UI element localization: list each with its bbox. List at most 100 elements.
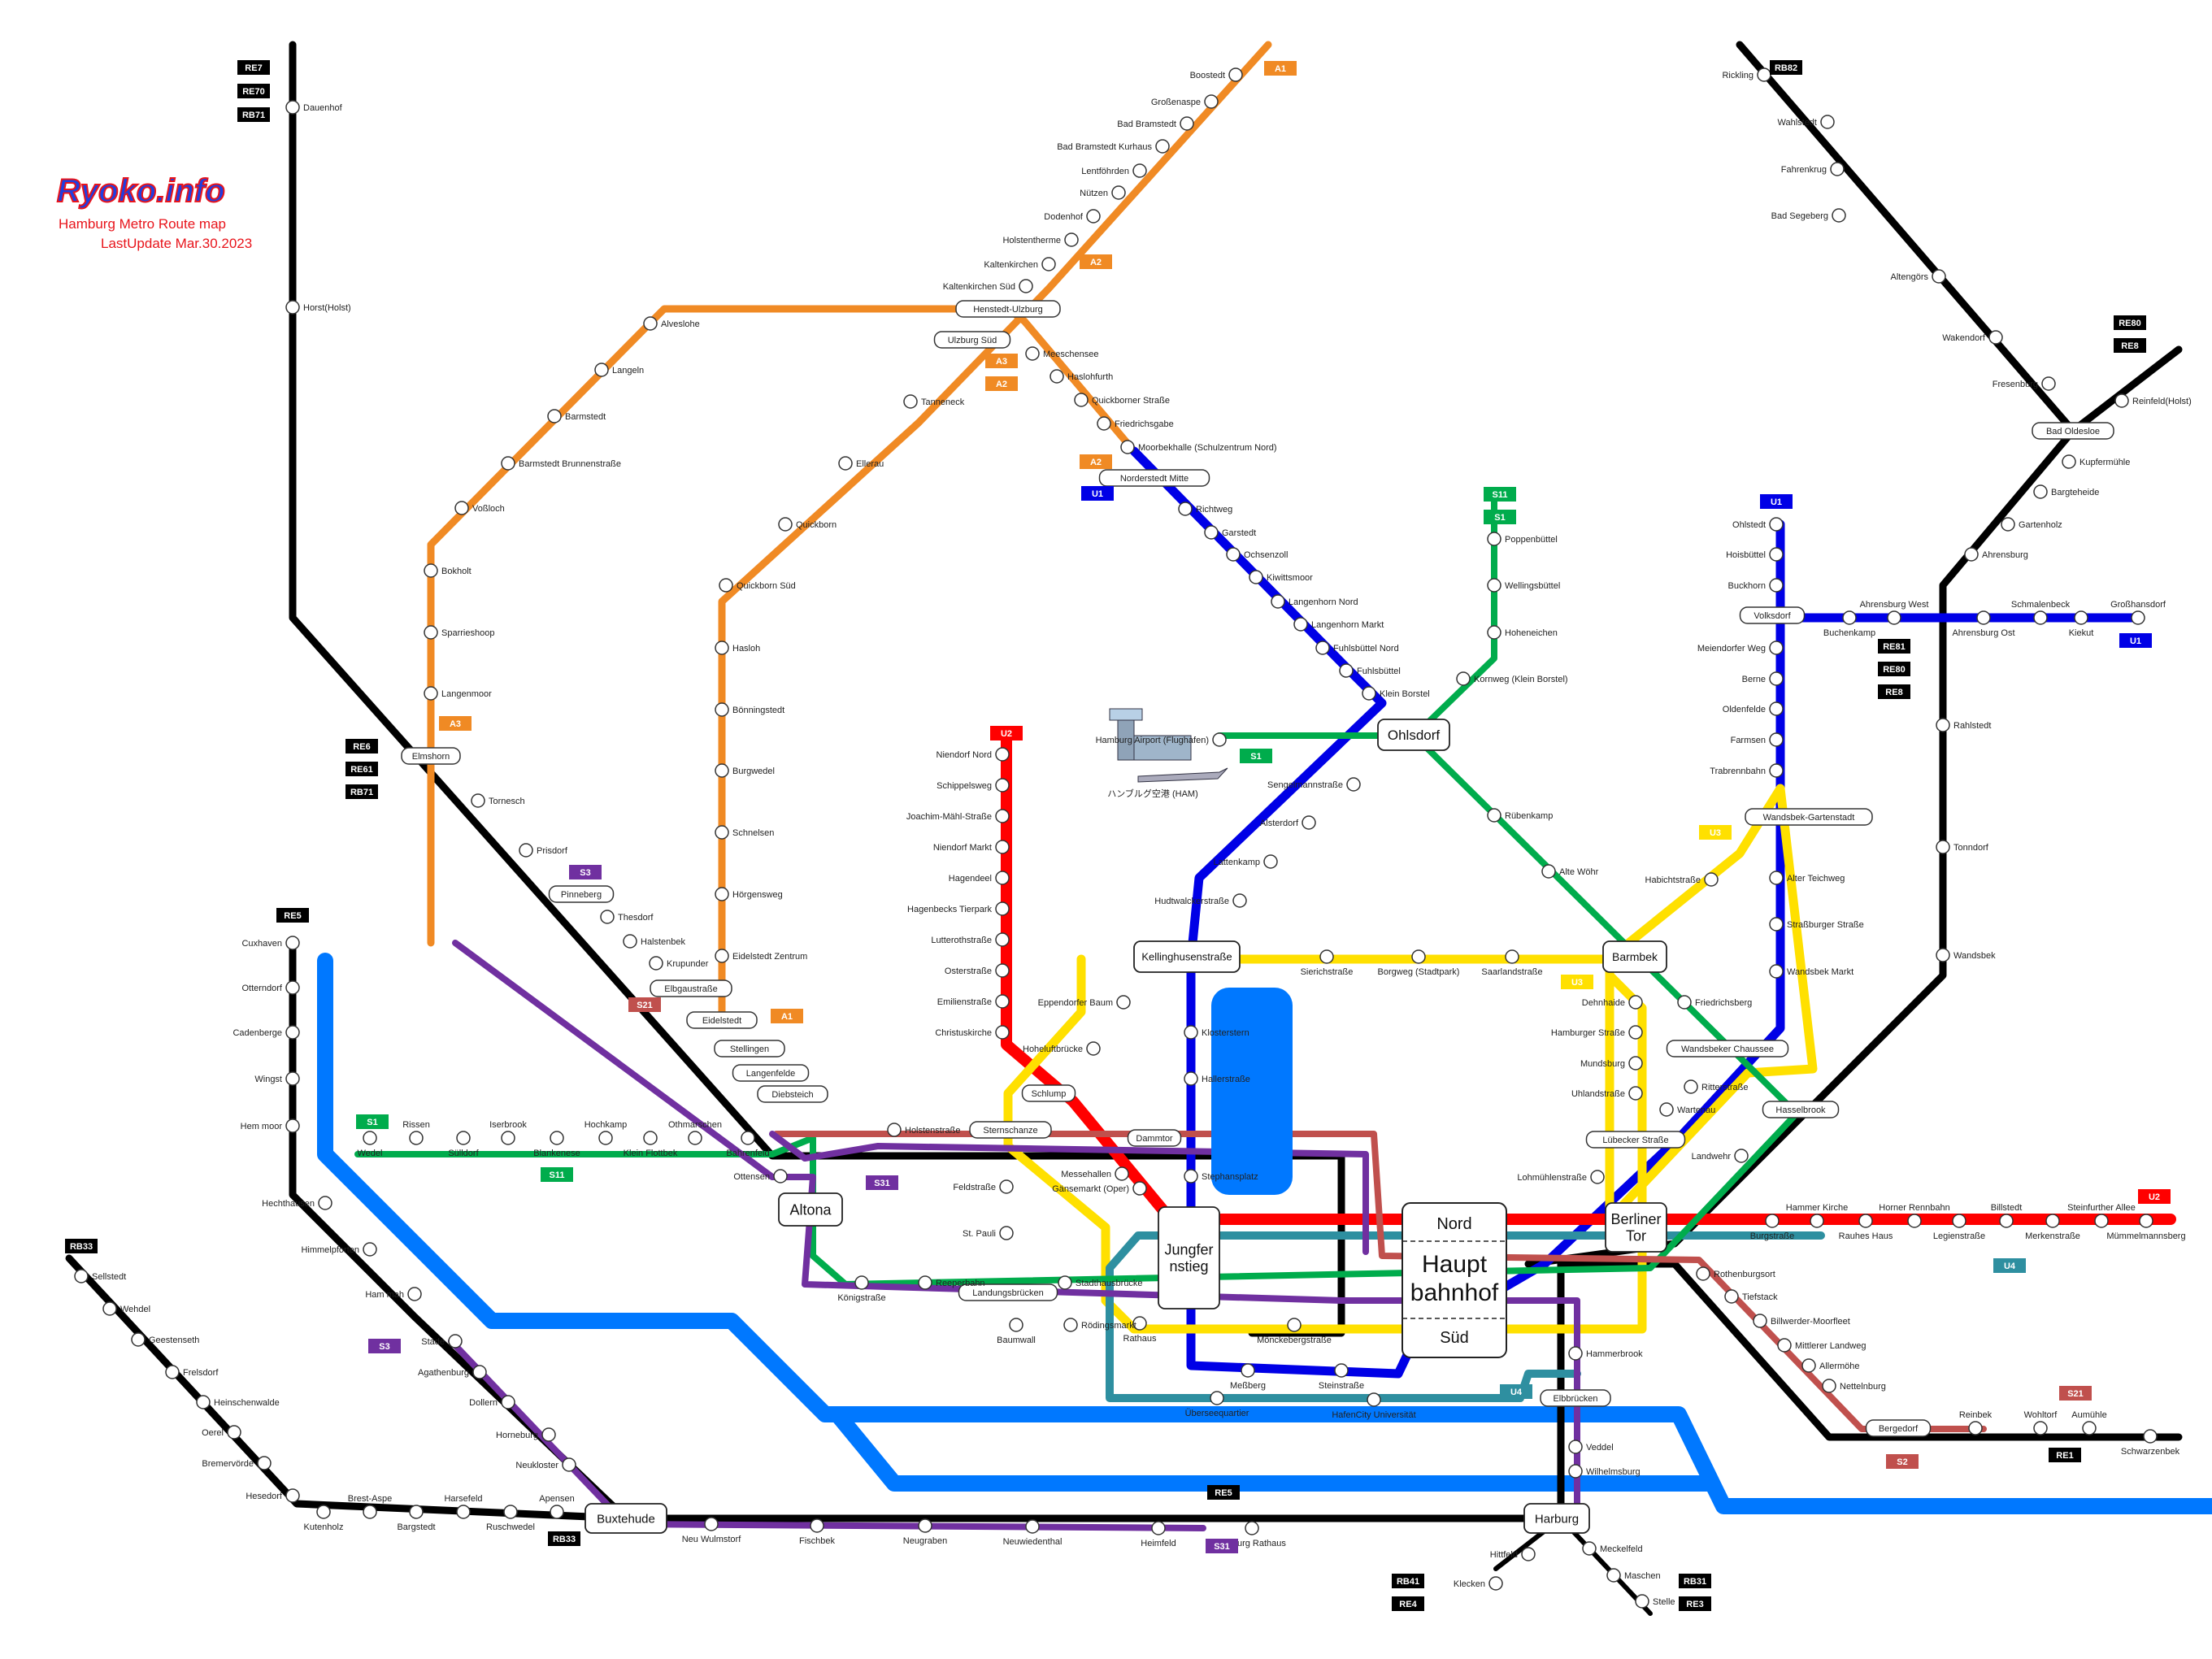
station-schippelsweg[interactable]: Schippelsweg xyxy=(937,778,1010,793)
station-maschen[interactable]: Maschen xyxy=(1606,1568,1661,1583)
station-fresenburg[interactable]: Fresenburg xyxy=(1993,376,2056,391)
station-bad-segeberg[interactable]: Bad Segeberg xyxy=(1771,208,1846,223)
station-burgstrasse[interactable]: Burgstraße xyxy=(1750,1214,1794,1241)
station-dodenhof[interactable]: Dodenhof xyxy=(1044,209,1101,224)
station-brest-aspe[interactable]: Brest-Aspe xyxy=(348,1494,392,1519)
station-garstedt[interactable]: Garstedt xyxy=(1204,525,1256,540)
station-buchenkamp[interactable]: Buchenkamp xyxy=(1823,610,1875,638)
station-barmstedt-brunnenstrasse[interactable]: Barmstedt Brunnenstraße xyxy=(501,456,621,471)
station-hesedorf[interactable]: Hesedorf xyxy=(246,1488,300,1503)
station-othmarschen[interactable]: Othmarschen xyxy=(668,1120,722,1145)
station-veddel[interactable]: Veddel xyxy=(1568,1440,1614,1454)
station-gartenholz[interactable]: Gartenholz xyxy=(2001,517,2062,532)
station-cadenberge[interactable]: Cadenberge xyxy=(232,1025,300,1040)
station-dehnhaide[interactable]: Dehnhaide xyxy=(1582,995,1643,1010)
station-wedel[interactable]: Wedel xyxy=(358,1131,383,1158)
station-dammtor[interactable]: Dammtor xyxy=(1127,1129,1182,1147)
station-rubenkamp[interactable]: Rübenkamp xyxy=(1487,808,1553,823)
station-uberseequartier[interactable]: Überseequartier xyxy=(1185,1391,1249,1418)
station-eidelstedt[interactable]: Eidelstedt xyxy=(686,1011,758,1029)
station-krupunder[interactable]: Krupunder xyxy=(649,956,709,971)
station-burgwedel[interactable]: Burgwedel xyxy=(715,763,775,778)
station-sternschanze[interactable]: Sternschanze xyxy=(969,1121,1052,1139)
station-schmalenbeck[interactable]: Schmalenbeck xyxy=(2011,600,2071,625)
station-hammerbrook[interactable]: Hammerbrook xyxy=(1568,1346,1643,1361)
station-wohltorf[interactable]: Wohltorf xyxy=(2024,1410,2058,1435)
station-schnelsen[interactable]: Schnelsen xyxy=(715,825,774,840)
station-borgweg-stadtpark[interactable]: Borgweg (Stadtpark) xyxy=(1378,949,1460,977)
station-saarlandstrasse[interactable]: Saarlandstraße xyxy=(1481,949,1543,977)
station-rodingsmarkt[interactable]: Rödingsmarkt xyxy=(1063,1318,1136,1332)
station-thesdorf[interactable]: Thesdorf xyxy=(600,910,654,924)
station-bonningstedt[interactable]: Bönningstedt xyxy=(715,702,784,717)
station-schlump[interactable]: Schlump xyxy=(1021,1084,1076,1102)
station-hallerstrasse[interactable]: Hallerstraße xyxy=(1184,1071,1250,1086)
station-niendorf-markt[interactable]: Niendorf Markt xyxy=(933,840,1010,854)
station-ochsenzoll[interactable]: Ochsenzoll xyxy=(1226,547,1288,562)
buxtehude-hub[interactable]: Buxtehude xyxy=(585,1503,667,1534)
station-bokholt[interactable]: Bokholt xyxy=(424,563,472,578)
station-elbbrucken[interactable]: Elbbrücken xyxy=(1540,1389,1611,1407)
station-fuhlsbuttel[interactable]: Fuhlsbüttel xyxy=(1339,663,1401,678)
station-buckhorn[interactable]: Buckhorn xyxy=(1728,578,1784,593)
station-wandsbek-markt[interactable]: Wandsbek Markt xyxy=(1769,964,1853,979)
station-rickling[interactable]: Rickling xyxy=(1722,67,1771,82)
station-bad-oldesloe[interactable]: Bad Oldesloe xyxy=(2032,422,2114,440)
station-messberg[interactable]: Meßberg xyxy=(1230,1363,1266,1391)
station-bahrenfeld[interactable]: Bahrenfeld xyxy=(726,1131,770,1158)
station-aumuhle[interactable]: Aumühle xyxy=(2071,1410,2107,1435)
station-himmelpforten[interactable]: Himmelpforten xyxy=(301,1242,377,1257)
station-alter-teichweg[interactable]: Alter Teichweg xyxy=(1769,871,1845,885)
station-tornesch[interactable]: Tornesch xyxy=(471,793,525,808)
station-schwarzenbek[interactable]: Schwarzenbek xyxy=(2121,1429,2180,1457)
station-lohmuhlenstrasse[interactable]: Lohmühlenstraße xyxy=(1517,1170,1605,1184)
station-apensen[interactable]: Apensen xyxy=(539,1494,575,1519)
station-frelsdorf[interactable]: Frelsdorf xyxy=(165,1365,219,1379)
station-hoisbuttel[interactable]: Hoisbüttel xyxy=(1726,547,1784,562)
station-gansemarkt-oper[interactable]: Gänsemarkt (Oper) xyxy=(1052,1181,1147,1196)
station-ruschwedel[interactable]: Ruschwedel xyxy=(486,1505,535,1532)
station-volksdorf[interactable]: Volksdorf xyxy=(1739,606,1806,624)
station-lutterothstrasse[interactable]: Lutterothstraße xyxy=(931,932,1010,947)
station-meeschensee[interactable]: Meeschensee xyxy=(1025,346,1099,361)
station-quickborner-strasse[interactable]: Quickborner Straße xyxy=(1074,393,1170,407)
station-sengelmannstrasse[interactable]: Sengelmannstraße xyxy=(1267,777,1361,792)
station-ohlstedt[interactable]: Ohlstedt xyxy=(1732,517,1784,532)
station-messehallen[interactable]: Messehallen xyxy=(1061,1166,1129,1181)
station-osterstrasse[interactable]: Osterstraße xyxy=(945,963,1010,978)
station-stelle[interactable]: Stelle xyxy=(1635,1594,1675,1609)
station-boostedt[interactable]: Boostedt xyxy=(1190,67,1243,82)
station-bad-bramstedt-kurhaus[interactable]: Bad Bramstedt Kurhaus xyxy=(1057,139,1170,154)
station-alte-wohr[interactable]: Alte Wöhr xyxy=(1541,864,1599,879)
station-nettelnburg[interactable]: Nettelnburg xyxy=(1822,1379,1886,1393)
station-niendorf-nord[interactable]: Niendorf Nord xyxy=(937,747,1010,762)
station-strassburger-strasse[interactable]: Straßburger Straße xyxy=(1769,917,1864,932)
station-baumwall[interactable]: Baumwall xyxy=(997,1318,1036,1345)
station-neuwiedenthal[interactable]: Neuwiedenthal xyxy=(1003,1519,1063,1547)
station-hasselbrook[interactable]: Hasselbrook xyxy=(1762,1101,1840,1118)
station-klosterstern[interactable]: Klosterstern xyxy=(1184,1025,1249,1040)
station-klein-borstel[interactable]: Klein Borstel xyxy=(1362,686,1430,701)
station-langenmoor[interactable]: Langenmoor xyxy=(424,686,492,701)
station-hoheneichen[interactable]: Hoheneichen xyxy=(1487,625,1558,640)
ohlsdorf-hub[interactable]: Ohlsdorf xyxy=(1377,719,1450,751)
station-klein-flottbek[interactable]: Klein Flottbek xyxy=(624,1131,678,1158)
station-hochkamp[interactable]: Hochkamp xyxy=(585,1120,628,1145)
station-fischbek[interactable]: Fischbek xyxy=(799,1518,836,1546)
station-wilhelmsburg[interactable]: Wilhelmsburg xyxy=(1568,1464,1641,1479)
station-holstentherme[interactable]: Holstentherme xyxy=(1002,232,1079,247)
station-hoheluftbrucke[interactable]: Hoheluftbrücke xyxy=(1023,1041,1101,1056)
station-christuskirche[interactable]: Christuskirche xyxy=(935,1025,1010,1040)
station-stephansplatz[interactable]: Stephansplatz xyxy=(1184,1169,1258,1183)
station-eidelstedt-zentrum[interactable]: Eidelstedt Zentrum xyxy=(715,949,807,963)
station-hammer-kirche[interactable]: Hammer Kirche xyxy=(1786,1203,1848,1228)
station-meiendorfer-weg[interactable]: Meiendorfer Weg xyxy=(1697,641,1784,655)
station-sellstedt[interactable]: Sellstedt xyxy=(74,1269,126,1283)
station-neu-wulmstorf[interactable]: Neu Wulmstorf xyxy=(682,1517,741,1544)
station-stade[interactable]: Stade xyxy=(421,1334,463,1348)
station-pinneberg[interactable]: Pinneberg xyxy=(548,885,615,903)
station-elbgaustrasse[interactable]: Elbgaustraße xyxy=(650,979,732,997)
station-haslohfurth[interactable]: Haslohfurth xyxy=(1050,369,1113,384)
station-wellingsbuttel[interactable]: Wellingsbüttel xyxy=(1487,578,1560,593)
